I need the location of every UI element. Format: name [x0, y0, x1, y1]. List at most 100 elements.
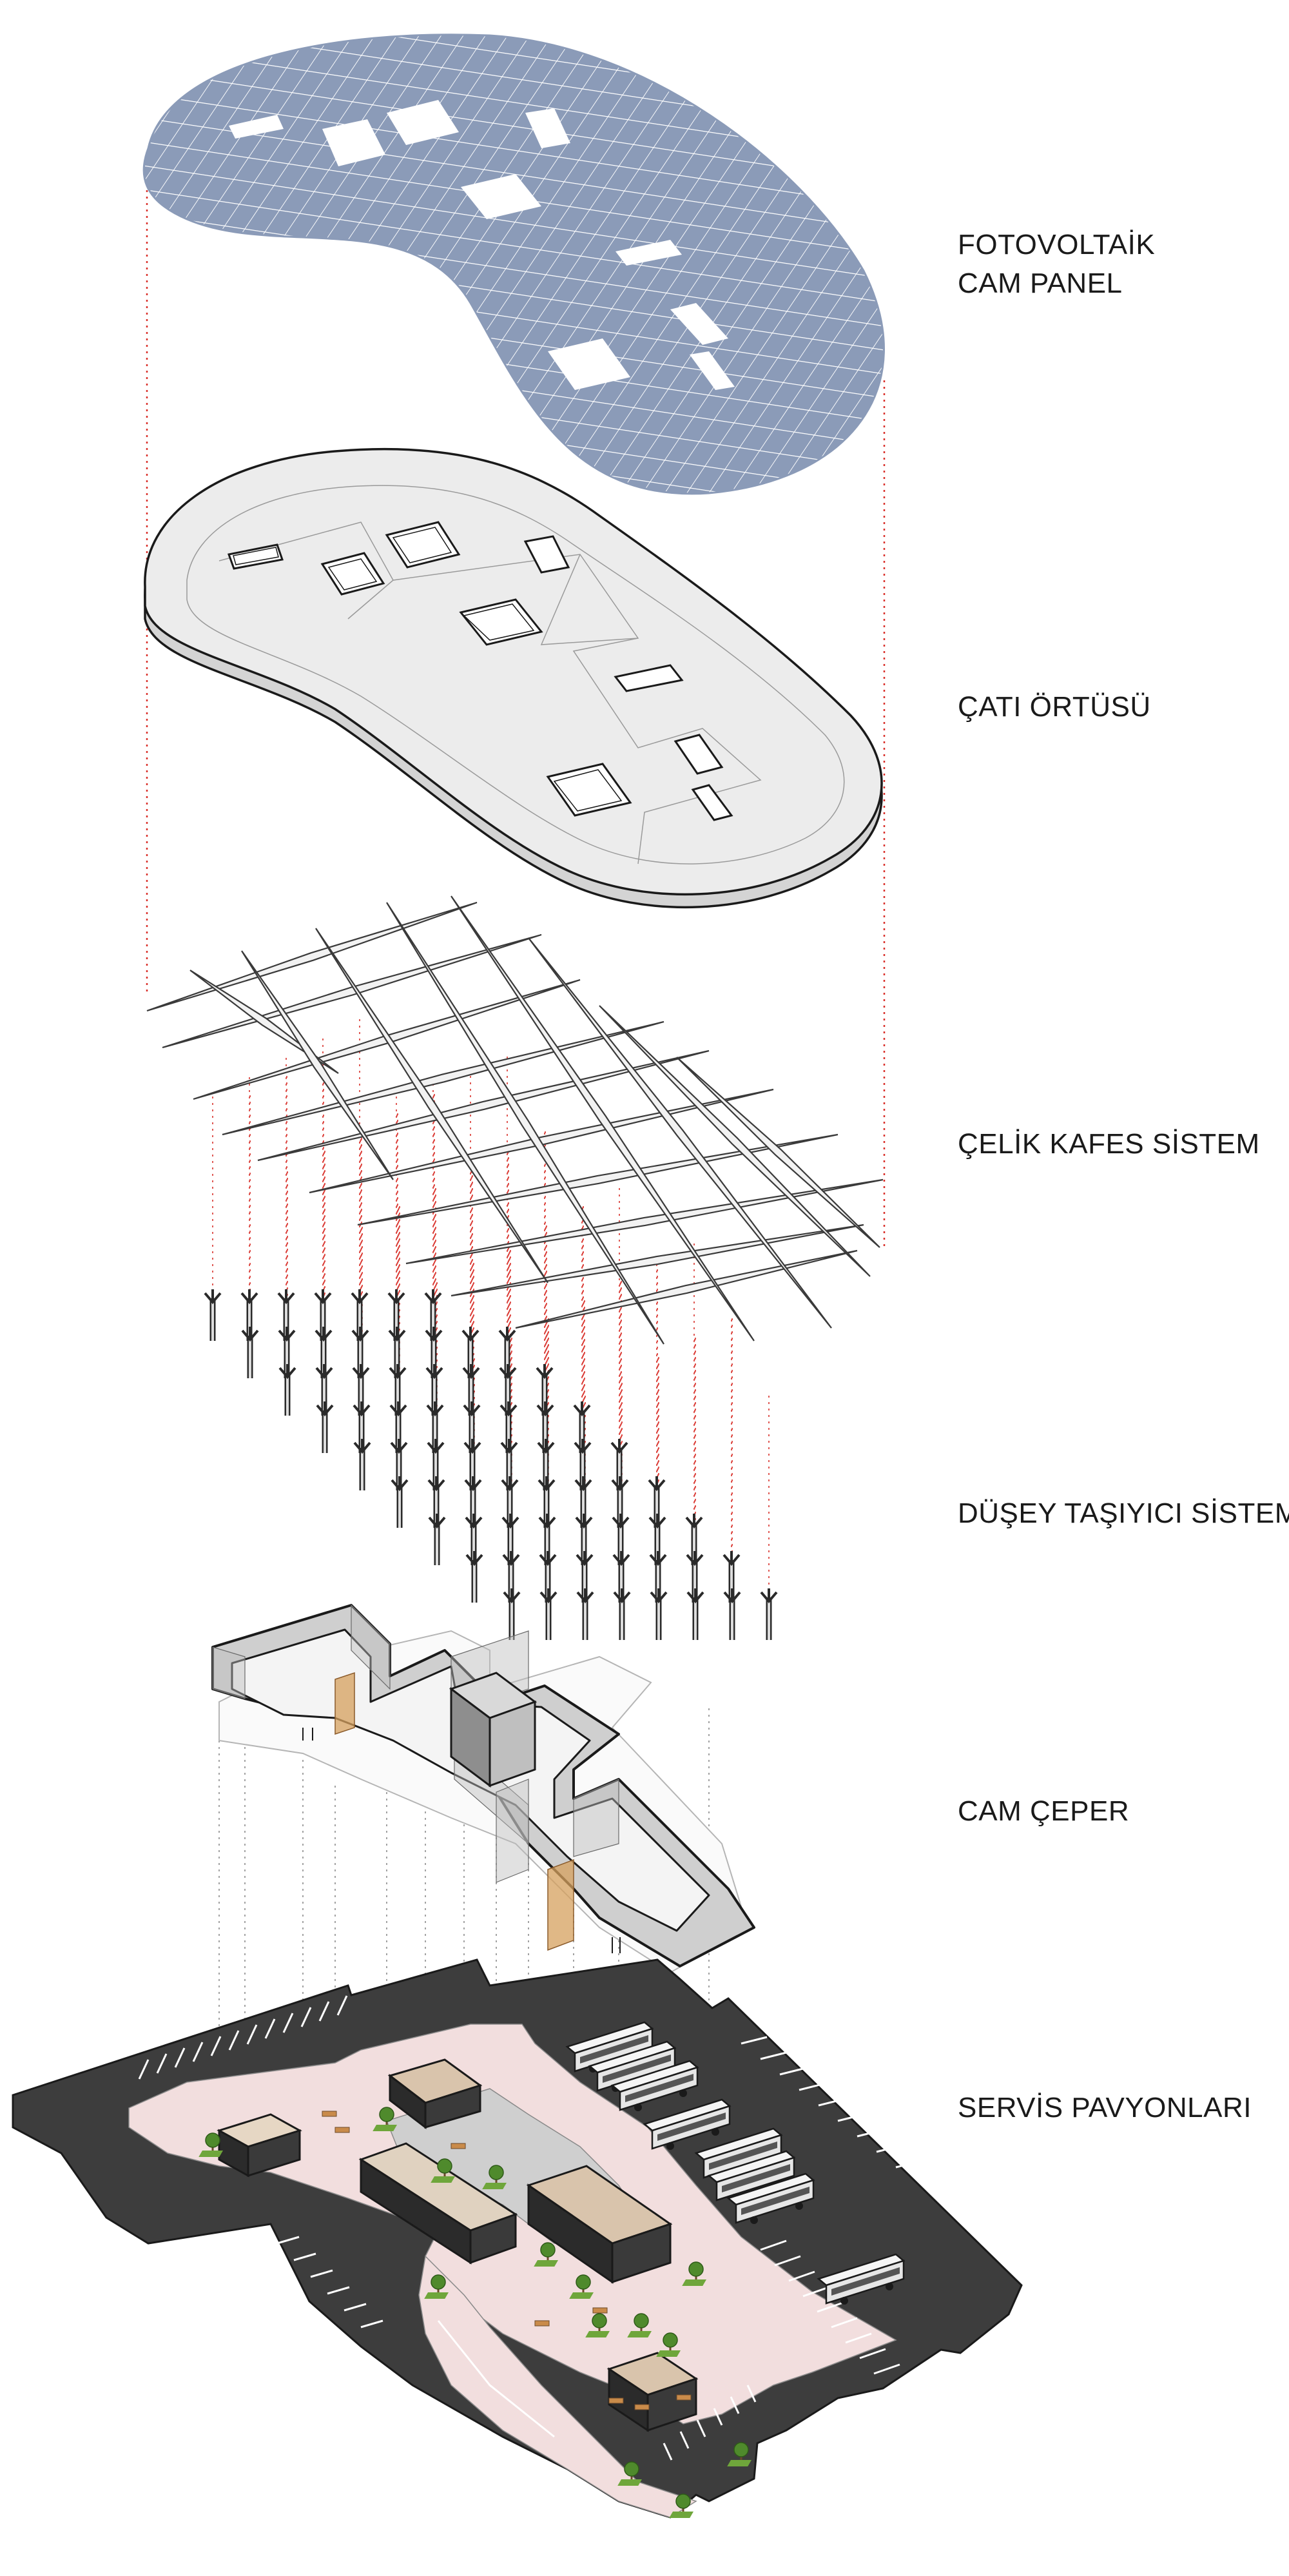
- tree-canopy: [489, 2165, 504, 2180]
- stall-line: [774, 2255, 801, 2267]
- service-building-3: [358, 2142, 518, 2265]
- column-branches: [240, 1289, 258, 1305]
- service-building-4: [526, 2165, 673, 2284]
- column-branches: [500, 1439, 518, 1454]
- steel-column-7: [241, 1327, 259, 1378]
- tree-canopy: [733, 2442, 749, 2457]
- steel-column-65: [576, 1588, 594, 1640]
- bus-wheel: [712, 2128, 719, 2136]
- truss-beam-b-7: [676, 1057, 880, 1248]
- column-branches: [463, 1439, 481, 1454]
- layer-label-pv: FOTOVOLTAİK CAM PANEL: [958, 226, 1155, 303]
- tree-canopy: [675, 2493, 691, 2509]
- bus-1: [588, 2040, 677, 2092]
- steel-column-55: [465, 1551, 483, 1603]
- stall-line: [817, 2301, 844, 2313]
- landscape-trees: [199, 2107, 751, 2518]
- truss-beam-a-4: [257, 1049, 710, 1162]
- grass-patch: [373, 2125, 397, 2131]
- column-branches: [685, 1514, 703, 1529]
- stall-line: [210, 2036, 222, 2056]
- stall-line: [873, 2363, 900, 2375]
- bus-windows: [580, 2035, 648, 2064]
- tree-9: [656, 2332, 681, 2357]
- column-branches: [353, 1439, 371, 1454]
- stall-line: [264, 2018, 276, 2039]
- column-branches: [503, 1588, 521, 1604]
- pv-panel-surface: [142, 34, 885, 495]
- grass-patch: [199, 2151, 223, 2157]
- tree-canopy: [431, 2274, 446, 2290]
- column-branches: [573, 1401, 591, 1417]
- tree-12: [669, 2493, 693, 2518]
- layer-label-columns-line-1: DÜŞEY TAŞIYICI SİSTEM: [958, 1498, 1289, 1529]
- truss-beam-a-7: [405, 1178, 884, 1265]
- steel-column-69: [723, 1588, 741, 1640]
- tree-4: [534, 2242, 558, 2267]
- grass-patch: [569, 2292, 594, 2299]
- layer-label-roof: ÇATI ÖRTÜSÜ: [958, 688, 1151, 727]
- stall-line: [788, 2270, 815, 2282]
- bus-windows: [741, 2187, 809, 2215]
- stall-line: [360, 2319, 383, 2328]
- column-branches: [352, 1364, 370, 1380]
- truss-beam-a-0: [146, 901, 478, 1012]
- tree-canopy: [540, 2242, 556, 2258]
- column-branches: [316, 1401, 334, 1417]
- roof-inner-outline: [186, 485, 845, 864]
- column-branches: [426, 1401, 444, 1417]
- steel-column-68: [686, 1588, 704, 1640]
- column-branches: [424, 1289, 442, 1305]
- bus-2: [610, 2060, 699, 2111]
- steel-column-47: [428, 1514, 446, 1565]
- column-branches: [649, 1551, 667, 1566]
- column-branches: [389, 1364, 407, 1380]
- grass-patch: [617, 2479, 642, 2486]
- truss-beam-b-6: [599, 1005, 871, 1277]
- timber-wall-panels: [334, 1672, 574, 1951]
- column-branches: [613, 1588, 631, 1604]
- column-branches: [501, 1476, 519, 1492]
- bus-3: [643, 2098, 732, 2150]
- road-marking: [437, 2320, 555, 2438]
- column-branches: [315, 1327, 333, 1342]
- column-branches: [611, 1476, 629, 1492]
- parked-buses: [565, 2021, 906, 2305]
- column-branches: [387, 1289, 405, 1305]
- stall-line: [310, 2269, 333, 2278]
- layer-label-glass-line-1: CAM ÇEPER: [958, 1795, 1130, 1827]
- steel-column-39: [391, 1476, 409, 1528]
- column-branches: [536, 1401, 554, 1417]
- steel-column-67: [650, 1588, 668, 1640]
- truss-beam-a-8: [451, 1224, 864, 1297]
- column-branches: [502, 1551, 520, 1566]
- glass-envelope-door-marks: [302, 1728, 621, 1953]
- tree-6: [585, 2313, 610, 2337]
- layer-label-truss: ÇELİK KAFES SİSTEM: [958, 1125, 1260, 1164]
- column-branches: [427, 1439, 445, 1454]
- bus-7: [817, 2253, 906, 2305]
- column-branches: [610, 1439, 628, 1454]
- pv-skylight-openings: [229, 100, 735, 390]
- timber-seating: [322, 2111, 692, 2410]
- tree-1: [373, 2107, 397, 2131]
- stall-line: [679, 2431, 690, 2449]
- stall-line: [730, 2396, 740, 2414]
- steel-column-64: [539, 1588, 557, 1640]
- column-branches: [427, 1476, 445, 1492]
- layer-label-site-line-1: SERVİS PAVYONLARI: [958, 2092, 1252, 2123]
- stall-line: [174, 2047, 186, 2068]
- stall-line: [138, 2059, 150, 2080]
- column-branches: [425, 1364, 443, 1380]
- bench-5: [634, 2404, 650, 2410]
- steel-truss-layer: [146, 895, 884, 1345]
- tree-canopy: [634, 2313, 649, 2328]
- glass-envelope-layer: [211, 1604, 755, 1974]
- bench-7: [534, 2320, 550, 2327]
- layer-label-pv-line-2: CAM PANEL: [958, 268, 1123, 299]
- bus-wheel: [666, 2142, 674, 2150]
- column-branches: [686, 1588, 704, 1604]
- tree-canopy: [437, 2158, 452, 2174]
- stall-line: [859, 2348, 886, 2359]
- column-branches: [463, 1401, 481, 1417]
